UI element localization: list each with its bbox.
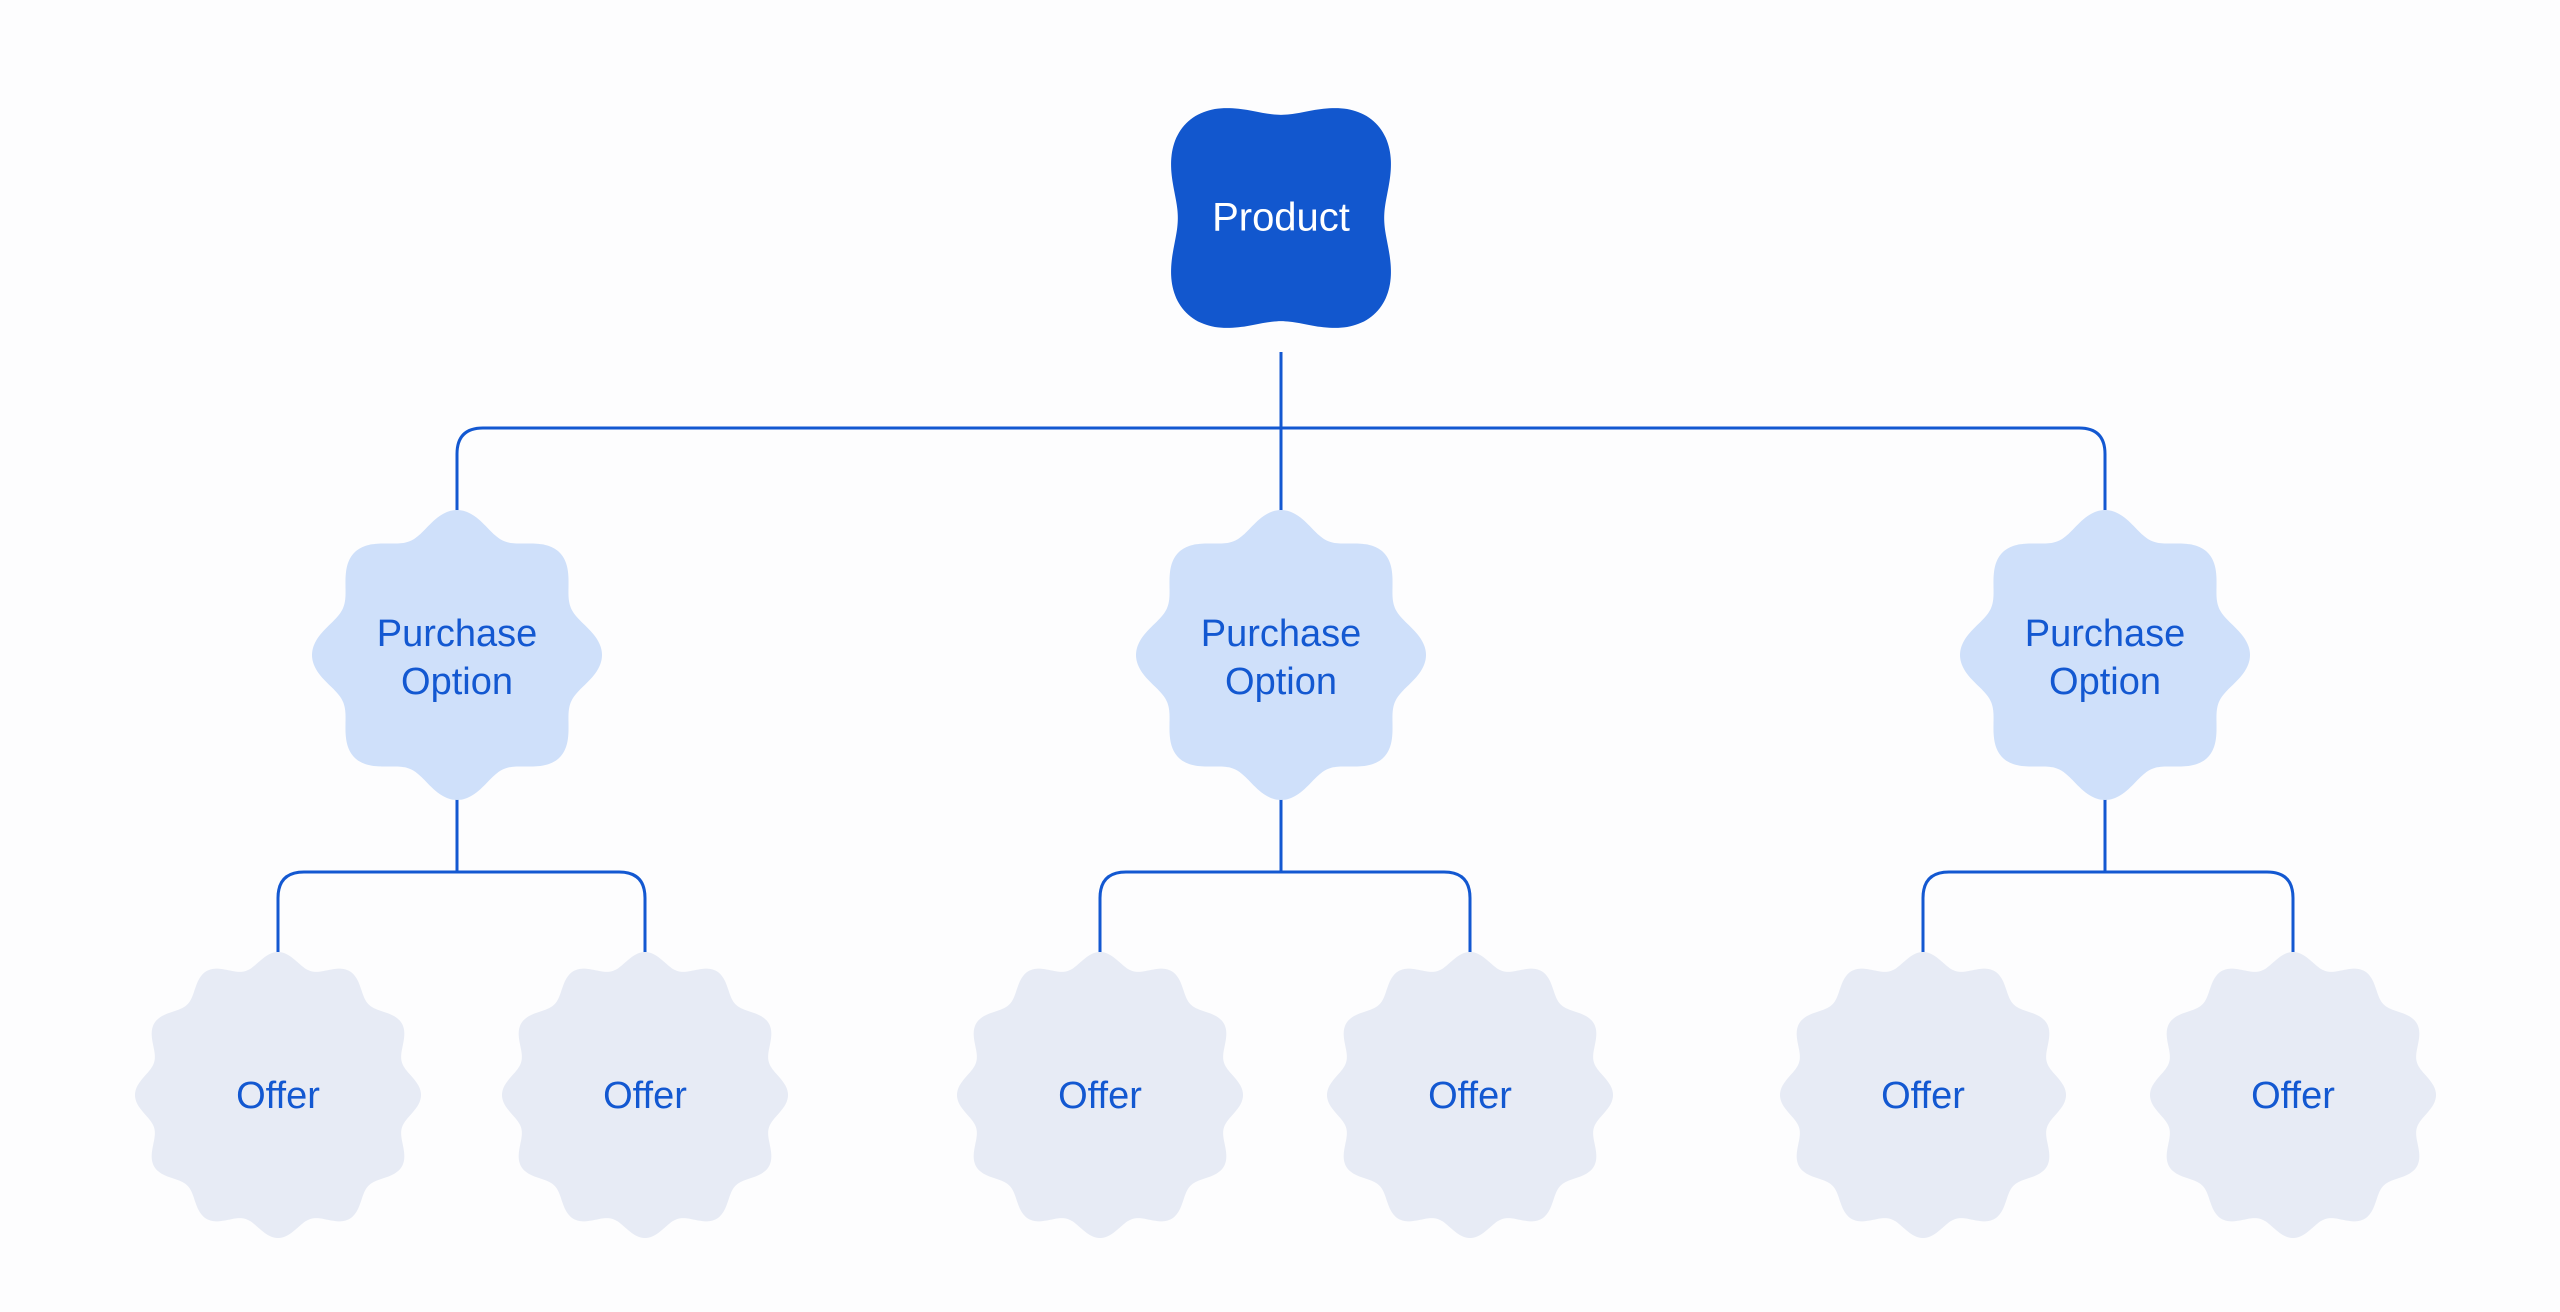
offer-blob-shape	[2150, 952, 2436, 1238]
offer-blob-shape	[135, 952, 421, 1238]
connector-line	[2105, 870, 2295, 962]
purchase-option-blob-shape	[1960, 510, 2250, 800]
product-blob-shape	[1171, 108, 1391, 328]
connector-layer	[276, 352, 2295, 962]
node-purchase-option-2[interactable]: Purchase Option	[1136, 510, 1426, 800]
connector-line	[1281, 870, 1472, 962]
connector-line	[455, 426, 1281, 520]
node-offer-5[interactable]: Offer	[1780, 952, 2066, 1238]
node-layer: Product Purchase Option Purchase Option …	[135, 108, 2436, 1238]
purchase-option-blob-shape	[1136, 510, 1426, 800]
node-offer-6[interactable]: Offer	[2150, 952, 2436, 1238]
node-offer-1[interactable]: Offer	[135, 952, 421, 1238]
offer-blob-shape	[502, 952, 788, 1238]
offer-blob-shape	[957, 952, 1243, 1238]
node-offer-4[interactable]: Offer	[1327, 952, 1613, 1238]
connector-product-to-purchase-options	[455, 352, 2107, 520]
connector-line	[1921, 870, 2105, 962]
connector-line	[276, 870, 457, 962]
node-offer-3[interactable]: Offer	[957, 952, 1243, 1238]
node-purchase-option-3[interactable]: Purchase Option	[1960, 510, 2250, 800]
purchase-option-blob-shape	[312, 510, 602, 800]
node-purchase-option-1[interactable]: Purchase Option	[312, 510, 602, 800]
node-offer-2[interactable]: Offer	[502, 952, 788, 1238]
connector-line	[1281, 426, 2107, 520]
connector-purchase-option-to-offers	[276, 793, 2295, 962]
offer-blob-shape	[1780, 952, 2066, 1238]
connector-line	[1098, 870, 1281, 962]
node-product[interactable]: Product	[1171, 108, 1391, 328]
connector-line	[457, 870, 647, 962]
offer-blob-shape	[1327, 952, 1613, 1238]
